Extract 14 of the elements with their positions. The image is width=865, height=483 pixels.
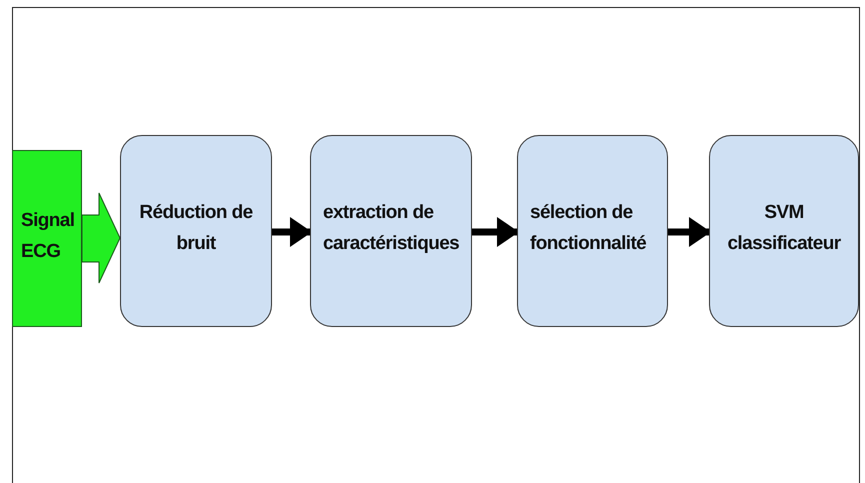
node-text: sélection de fonctionnalité [529, 201, 648, 256]
input-box [12, 150, 82, 327]
arrow [272, 217, 312, 247]
process-box [310, 135, 472, 327]
process-box [120, 135, 272, 327]
node-text: extraction de caractéristiques [322, 201, 460, 256]
process-box [517, 135, 668, 327]
block-arrow [82, 192, 121, 284]
node-text: Réduction de bruit [138, 201, 254, 256]
process-box [709, 135, 859, 327]
arrow [472, 217, 519, 247]
node-text: Signal ECG [20, 208, 76, 264]
node-text: SVM classificateur [726, 201, 842, 256]
arrow [668, 217, 711, 247]
